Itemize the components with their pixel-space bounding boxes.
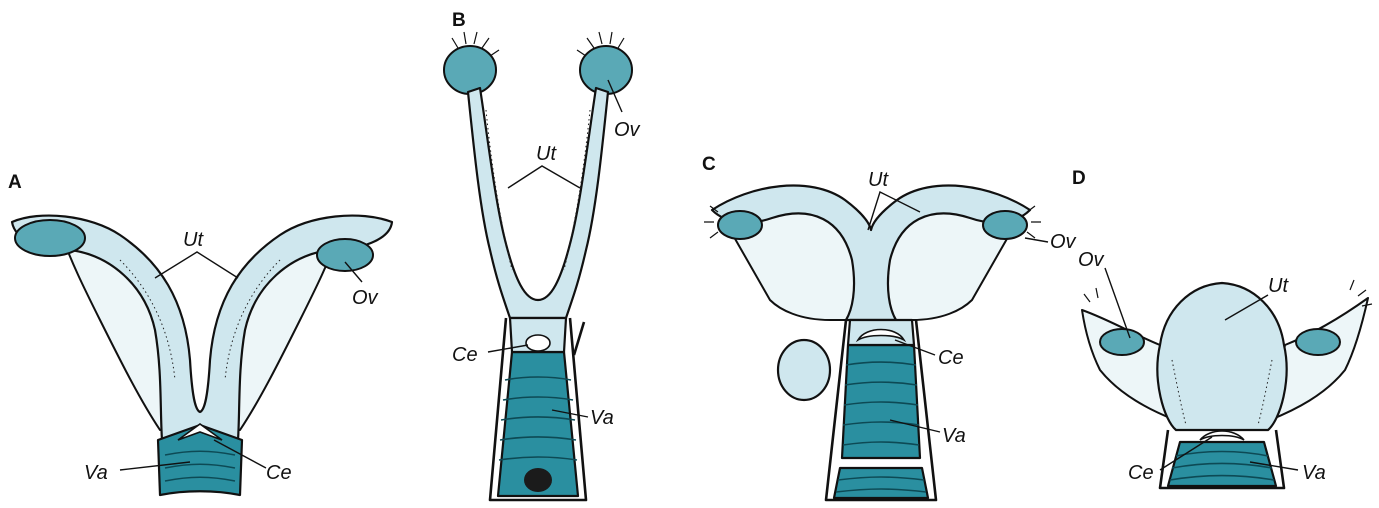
- panel-d-label-ov: Ov: [1078, 249, 1105, 271]
- panel-b-cervix: [526, 335, 550, 351]
- panel-d-ovary-left: [1100, 329, 1144, 355]
- panel-b-uterine-horns: [468, 88, 608, 318]
- panel-letter-c: C: [702, 154, 716, 175]
- panel-d-ovary-right: [1296, 329, 1340, 355]
- panel-c: C Ut Ov Ce Va: [702, 154, 1077, 500]
- panel-a-label-va: Va: [84, 462, 108, 484]
- panel-d: D Ut Ov Ce Va: [1072, 168, 1372, 488]
- panel-c-bulge: [778, 340, 830, 400]
- panel-a-ovary-right: [317, 239, 373, 271]
- panel-b-label-va: Va: [590, 407, 614, 429]
- panel-c-label-va: Va: [942, 425, 966, 447]
- panel-letter-a: A: [8, 172, 22, 193]
- panel-c-label-ov: Ov: [1050, 231, 1077, 253]
- panel-a-ovary-left: [15, 220, 85, 256]
- panel-b-label-ov: Ov: [614, 119, 641, 141]
- panel-d-cervix: [1200, 431, 1244, 440]
- panel-c-ovary-left: [718, 211, 762, 239]
- panel-a-vagina: [158, 425, 242, 495]
- panel-b-label-ce: Ce: [452, 344, 478, 366]
- panel-b: B Ut Ov Ce Va: [444, 10, 641, 500]
- panel-a: A Ut Ov Va Ce: [8, 172, 392, 495]
- panel-b-ovary-right: [580, 46, 632, 94]
- panel-b-label-ut: Ut: [536, 143, 557, 165]
- panel-a-label-ut: Ut: [183, 229, 204, 251]
- panel-a-label-ov: Ov: [352, 287, 379, 309]
- panel-letter-b: B: [452, 10, 466, 31]
- panel-d-label-ut: Ut: [1268, 275, 1289, 297]
- panel-d-uterus-body: [1157, 283, 1286, 430]
- panel-c-ovary-right: [983, 211, 1027, 239]
- panel-letter-d: D: [1072, 168, 1086, 189]
- panel-b-ovary-left: [444, 46, 496, 94]
- panel-a-label-ce: Ce: [266, 462, 292, 484]
- panel-d-label-ce: Ce: [1128, 462, 1154, 484]
- panel-d-label-va: Va: [1302, 462, 1326, 484]
- panel-c-label-ce: Ce: [938, 347, 964, 369]
- panel-c-label-ut: Ut: [868, 169, 889, 191]
